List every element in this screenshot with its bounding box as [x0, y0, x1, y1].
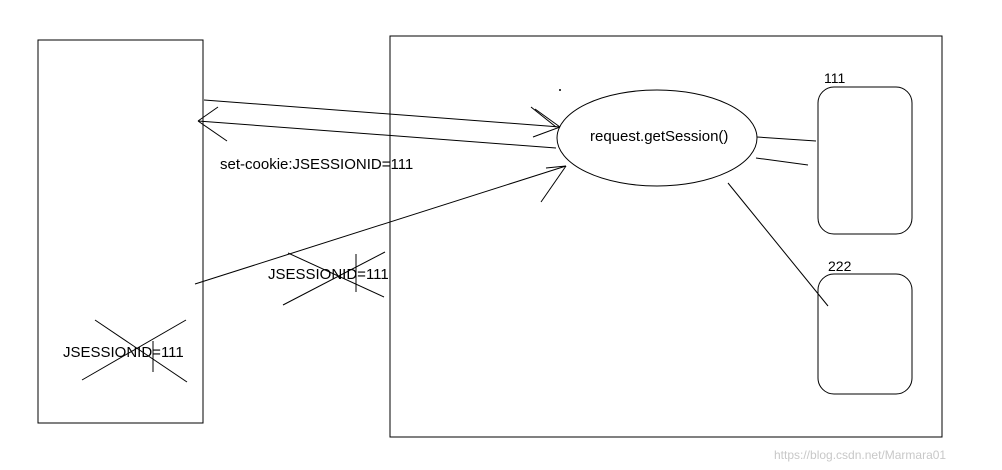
request-arrow-head-top [534, 108, 561, 128]
session-box-222 [817, 273, 913, 395]
response-arrow-head-bottom [197, 120, 228, 142]
get-session-ellipse [556, 89, 758, 187]
get-session-label: request.getSession() [590, 128, 728, 145]
session-link-111-top [756, 136, 817, 142]
browser-cookie-label: JSESSIONID=111 [63, 344, 184, 361]
response-arrow-head-top [197, 106, 219, 122]
cookie-request-arrow-head-top [545, 165, 567, 169]
client-box [37, 39, 204, 424]
response-arrow-line [197, 120, 557, 149]
session-box-111 [817, 86, 913, 235]
request-arrow-line [203, 99, 561, 128]
session-two-label: 222 [828, 258, 852, 274]
annotation-mark-left [530, 106, 557, 128]
browser-cookie-strike-one [81, 319, 187, 381]
watermark-text: https://blog.csdn.net/Marmara01 [774, 448, 946, 462]
session-link-111-bottom [755, 157, 809, 166]
cookie-request-arrow-head-bottom [540, 165, 567, 203]
session-one-label: 111 [824, 70, 845, 86]
request-arrow-head-bottom [532, 126, 561, 138]
set-cookie-label: set-cookie:JSESSIONID=111 [220, 156, 413, 173]
request-cookie-label: JSESSIONID=111 [268, 266, 389, 283]
session-link-222 [727, 182, 829, 307]
request-cookie-strike-one [282, 251, 386, 306]
browser-cookie-strike-two [94, 319, 188, 383]
request-cookie-strike-two [287, 252, 385, 298]
annotation-dot [559, 89, 561, 91]
cookie-request-arrow-line [194, 165, 567, 285]
